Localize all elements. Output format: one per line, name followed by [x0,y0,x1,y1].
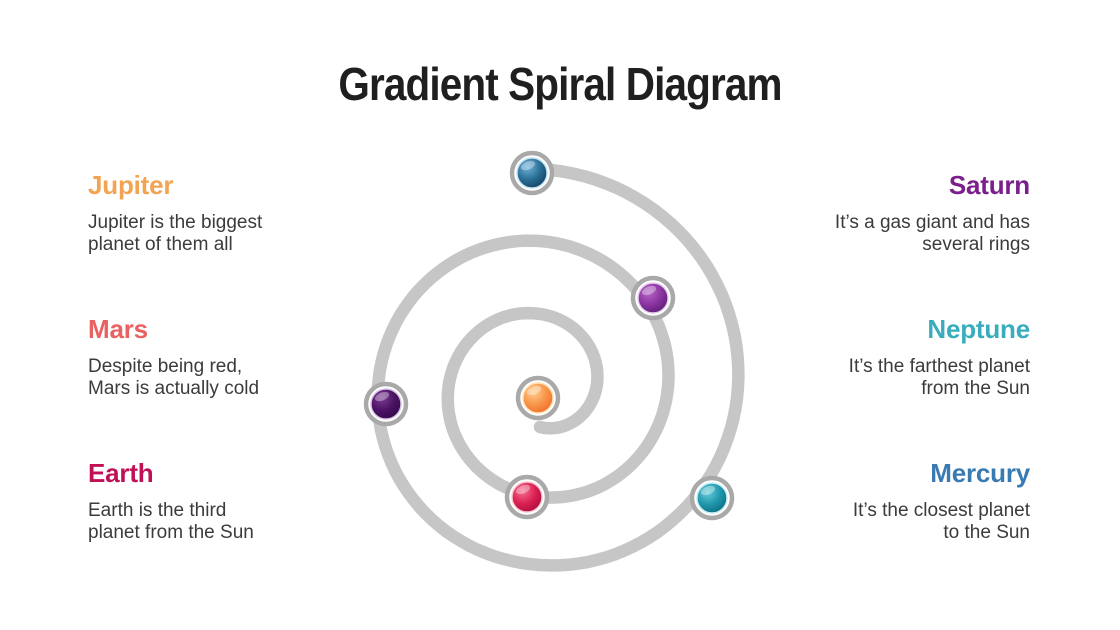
mars-desc-line2: Mars is actually cold [88,378,260,399]
jupiter-desc-line1: Jupiter is the biggest [88,212,263,233]
spiral-node-purple [630,275,676,321]
section-mars: Mars Despite being red,Mars is actually … [88,314,350,400]
spiral-node-red [504,474,550,520]
spiral-node-teal-sphere [696,482,728,514]
mars-desc-line1: Despite being red, [88,356,243,377]
mercury-desc-line2: to the Sun [943,522,1030,543]
spiral-node-blue [509,150,555,196]
mercury-heading: Mercury [930,458,1030,488]
page-title: Gradient Spiral Diagram [338,58,782,110]
spiral-node-plum [363,381,409,427]
spiral-node-plum-highlight [374,391,390,402]
spiral-node-blue-sphere [516,157,548,189]
saturn-desc-line1: It’s a gas giant and has [834,212,1030,233]
jupiter-desc-line2: planet of them all [88,234,233,255]
spiral-node-blue-highlight [520,160,536,171]
saturn-desc-line2: several rings [922,234,1030,255]
spiral-node-purple-highlight [641,285,657,296]
mars-description: Despite being red,Mars is actually cold [88,356,350,400]
spiral-node-teal [689,475,735,521]
spiral-node-red-sphere [511,481,543,513]
spiral-node-red-highlight [515,484,531,495]
mercury-desc-line1: It’s the closest planet [852,500,1030,521]
earth-desc-line1: Earth is the third [88,500,227,521]
spiral-path [371,162,745,572]
earth-desc-line2: planet from the Sun [88,522,254,543]
neptune-heading: Neptune [927,314,1030,344]
saturn-heading: Saturn [948,170,1030,200]
spiral-node-orange-sphere [522,382,554,414]
earth-heading: Earth [88,458,154,488]
spiral-node-purple-sphere [637,282,669,314]
spiral-node-teal-highlight [700,485,716,496]
jupiter-heading: Jupiter [88,170,174,200]
spiral-node-plum-sphere [370,388,402,420]
neptune-desc-line2: from the Sun [921,378,1030,399]
spiral-node-orange [515,375,561,421]
spiral-node-orange-highlight [526,385,542,396]
neptune-desc-line1: It’s the farthest planet [848,356,1030,377]
mars-heading: Mars [88,314,148,344]
